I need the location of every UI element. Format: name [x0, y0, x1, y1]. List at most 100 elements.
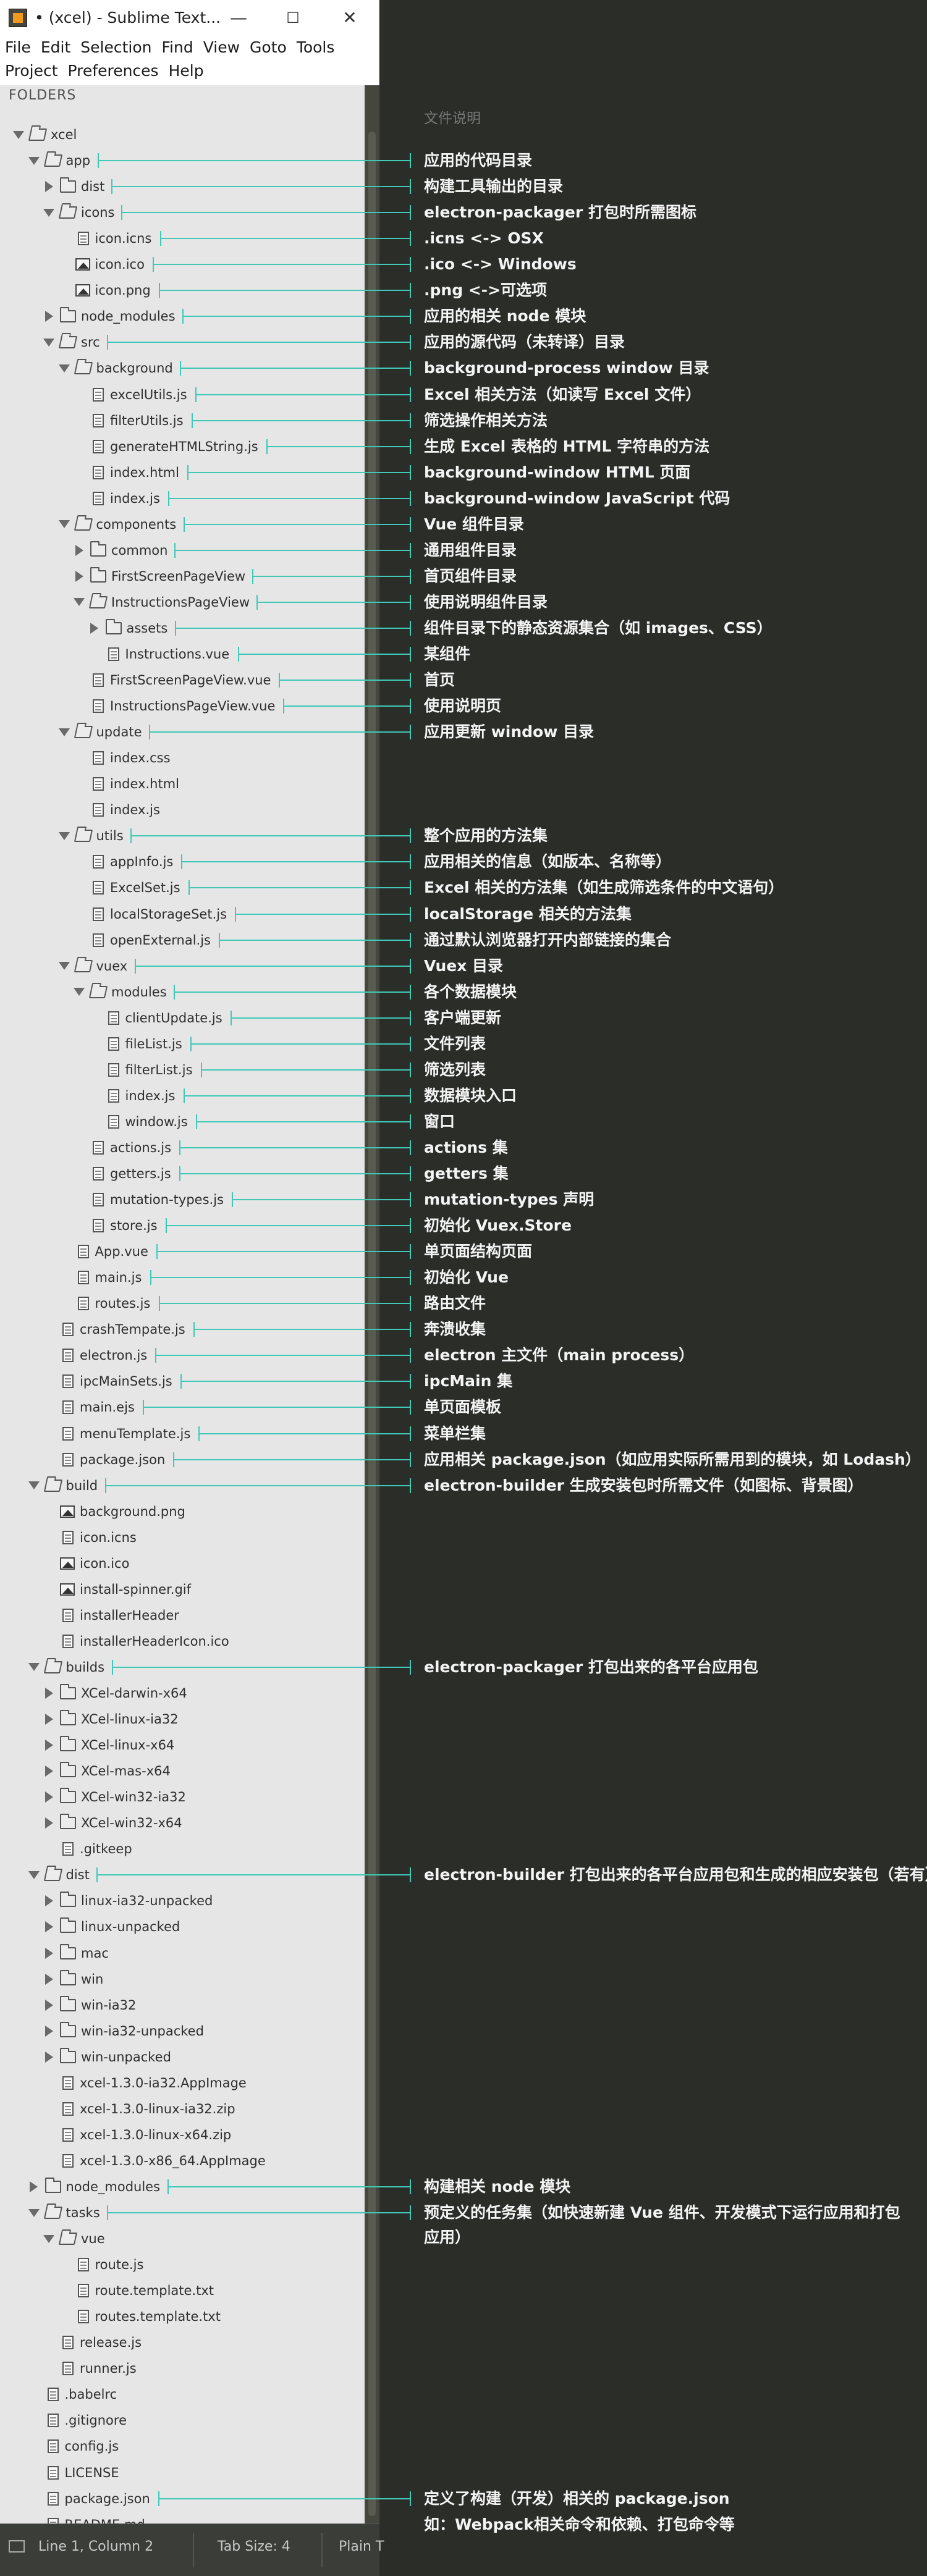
tree-file-icon-icns[interactable]: icon.icns [41, 1525, 137, 1550]
tree-file-gitkeep[interactable]: .gitkeep [41, 1837, 132, 1861]
tree-folder-builds[interactable]: builds [27, 1655, 104, 1680]
tree-file-babelrc[interactable]: .babelrc [27, 2382, 117, 2407]
tree-folder-win-unpacked[interactable]: win-unpacked [41, 2045, 171, 2069]
tree-file-icon-ico[interactable]: icon.ico [57, 252, 145, 277]
chevron-right-icon[interactable] [41, 2019, 56, 2044]
tree-folder-common[interactable]: common [72, 538, 167, 563]
tree-file-index-js[interactable]: index.js [72, 798, 160, 822]
tree-folder-xcel-linux-ia32[interactable]: XCel-linux-ia32 [41, 1707, 179, 1732]
menu-project[interactable]: Project [5, 62, 58, 80]
tree-file-routes-template-txt[interactable]: routes.template.txt [57, 2304, 221, 2329]
tree-file-openexternal-js[interactable]: openExternal.js [72, 928, 211, 953]
tree-folder-utils[interactable]: utils [57, 823, 124, 848]
tree-file-index-js[interactable]: index.js [87, 1084, 175, 1108]
menu-selection[interactable]: Selection [80, 38, 152, 56]
tree-file-actions-js[interactable]: actions.js [72, 1135, 171, 1160]
chevron-right-icon[interactable] [41, 1759, 56, 1783]
tree-folder-xcel-darwin-x64[interactable]: XCel-darwin-x64 [41, 1681, 187, 1706]
tree-file-install-spinner-gif[interactable]: install-spinner.gif [41, 1577, 191, 1602]
chevron-right-icon[interactable] [41, 1785, 56, 1809]
chevron-down-icon[interactable] [41, 2226, 56, 2251]
tree-folder-vuex[interactable]: vuex [57, 954, 127, 979]
chevron-down-icon[interactable] [41, 330, 56, 355]
tree-folder-build[interactable]: build [27, 1473, 98, 1498]
tree-folder-src[interactable]: src [41, 330, 100, 355]
chevron-down-icon[interactable] [27, 2200, 41, 2225]
tree-folder-xcel-mas-x64[interactable]: XCel-mas-x64 [41, 1759, 171, 1783]
tree-file-index-html[interactable]: index.html [72, 772, 179, 796]
menu-help[interactable]: Help [168, 62, 204, 80]
chevron-down-icon[interactable] [57, 512, 72, 537]
chevron-down-icon[interactable] [41, 200, 56, 225]
tree-file-localstorageset-js[interactable]: localStorageSet.js [72, 902, 227, 927]
tree-file-package-json[interactable]: package.json [27, 2486, 150, 2511]
minimize-button[interactable]: — [230, 7, 247, 28]
chevron-right-icon[interactable] [87, 616, 102, 641]
tree-file-gitignore[interactable]: .gitignore [27, 2408, 127, 2433]
tree-folder-xcel-win32-ia32[interactable]: XCel-win32-ia32 [41, 1785, 186, 1809]
tree-file-excelutils-js[interactable]: excelUtils.js [72, 382, 187, 407]
panel-toggle-icon[interactable] [9, 2540, 25, 2553]
tree-file-installerheadericon-ico[interactable]: installerHeaderIcon.ico [41, 1629, 229, 1654]
tree-file-routes-js[interactable]: routes.js [57, 1291, 150, 1316]
tree-folder-xcel[interactable]: xcel [11, 122, 77, 147]
chevron-right-icon[interactable] [27, 2174, 41, 2199]
scrollbar-thumb[interactable] [368, 132, 376, 2516]
tree-file-crashtempate-js[interactable]: crashTempate.js [41, 1317, 185, 1342]
chevron-right-icon[interactable] [72, 564, 87, 589]
tree-file-window-js[interactable]: window.js [87, 1109, 188, 1134]
tree-file-installerheader[interactable]: installerHeader [41, 1603, 179, 1628]
tree-file-mutation-types-js[interactable]: mutation-types.js [72, 1187, 224, 1212]
tree-file-xcel-1-3-0-x86-64-appimage[interactable]: xcel-1.3.0-x86_64.AppImage [41, 2149, 266, 2173]
chevron-down-icon[interactable] [27, 1655, 41, 1680]
tree-file-app-vue[interactable]: App.vue [57, 1239, 148, 1264]
chevron-down-icon[interactable] [57, 356, 72, 381]
menu-view[interactable]: View [203, 38, 240, 56]
tree-file-xcel-1-3-0-linux-x64-zip[interactable]: xcel-1.3.0-linux-x64.zip [41, 2123, 231, 2147]
chevron-down-icon[interactable] [27, 1863, 41, 1887]
close-button[interactable]: ✕ [342, 7, 357, 28]
chevron-right-icon[interactable] [41, 2045, 56, 2069]
syntax-indicator[interactable]: Plain T [339, 2539, 384, 2554]
chevron-down-icon[interactable] [57, 823, 72, 848]
tree-file-filelist-js[interactable]: fileList.js [87, 1032, 182, 1056]
tree-folder-instructionspageview[interactable]: InstructionsPageView [72, 590, 250, 615]
chevron-right-icon[interactable] [41, 1811, 56, 1835]
tree-file-index-html[interactable]: index.html [72, 460, 179, 485]
tree-folder-dist[interactable]: dist [41, 174, 104, 199]
chevron-right-icon[interactable] [72, 538, 87, 563]
menu-find[interactable]: Find [161, 38, 193, 56]
chevron-down-icon[interactable] [72, 980, 87, 1004]
tree-file-readme-md[interactable]: README.md [27, 2512, 145, 2523]
tree-folder-node-modules[interactable]: node_modules [41, 304, 176, 329]
tree-file-filterutils-js[interactable]: filterUtils.js [72, 408, 184, 433]
tree-file-ipcmainsets-js[interactable]: ipcMainSets.js [41, 1369, 172, 1394]
tree-folder-win-ia32[interactable]: win-ia32 [41, 1993, 136, 2018]
tree-folder-app[interactable]: app [27, 148, 90, 173]
tree-file-icon-ico[interactable]: icon.ico [41, 1551, 129, 1576]
menu-file[interactable]: File [5, 38, 31, 56]
tab-size-indicator[interactable]: Tab Size: 4 [218, 2539, 290, 2554]
tree-file-license[interactable]: LICENSE [27, 2460, 119, 2485]
tree-file-index-css[interactable]: index.css [72, 746, 171, 770]
tree-folder-assets[interactable]: assets [87, 616, 167, 641]
tree-folder-node-modules[interactable]: node_modules [27, 2174, 160, 2199]
tree-folder-xcel-linux-x64[interactable]: XCel-linux-x64 [41, 1733, 174, 1757]
tree-file-filterlist-js[interactable]: filterList.js [87, 1058, 193, 1082]
tree-folder-linux-ia32-unpacked[interactable]: linux-ia32-unpacked [41, 1888, 213, 1913]
tree-folder-vue[interactable]: vue [41, 2226, 105, 2251]
tree-file-instructions-vue[interactable]: Instructions.vue [87, 642, 229, 667]
chevron-right-icon[interactable] [41, 1914, 56, 1939]
tree-file-getters-js[interactable]: getters.js [72, 1161, 171, 1186]
chevron-right-icon[interactable] [41, 1681, 56, 1706]
chevron-down-icon[interactable] [72, 590, 87, 615]
tree-file-firstscreenpageview-vue[interactable]: FirstScreenPageView.vue [72, 668, 271, 692]
tree-folder-modules[interactable]: modules [72, 980, 167, 1004]
tree-file-store-js[interactable]: store.js [72, 1213, 158, 1238]
chevron-right-icon[interactable] [41, 1941, 56, 1966]
tree-file-xcel-1-3-0-linux-ia32-zip[interactable]: xcel-1.3.0-linux-ia32.zip [41, 2097, 235, 2121]
chevron-down-icon[interactable] [57, 720, 72, 744]
tree-file-route-template-txt[interactable]: route.template.txt [57, 2278, 214, 2303]
menu-tools[interactable]: Tools [296, 38, 335, 56]
chevron-down-icon[interactable] [27, 1473, 41, 1498]
